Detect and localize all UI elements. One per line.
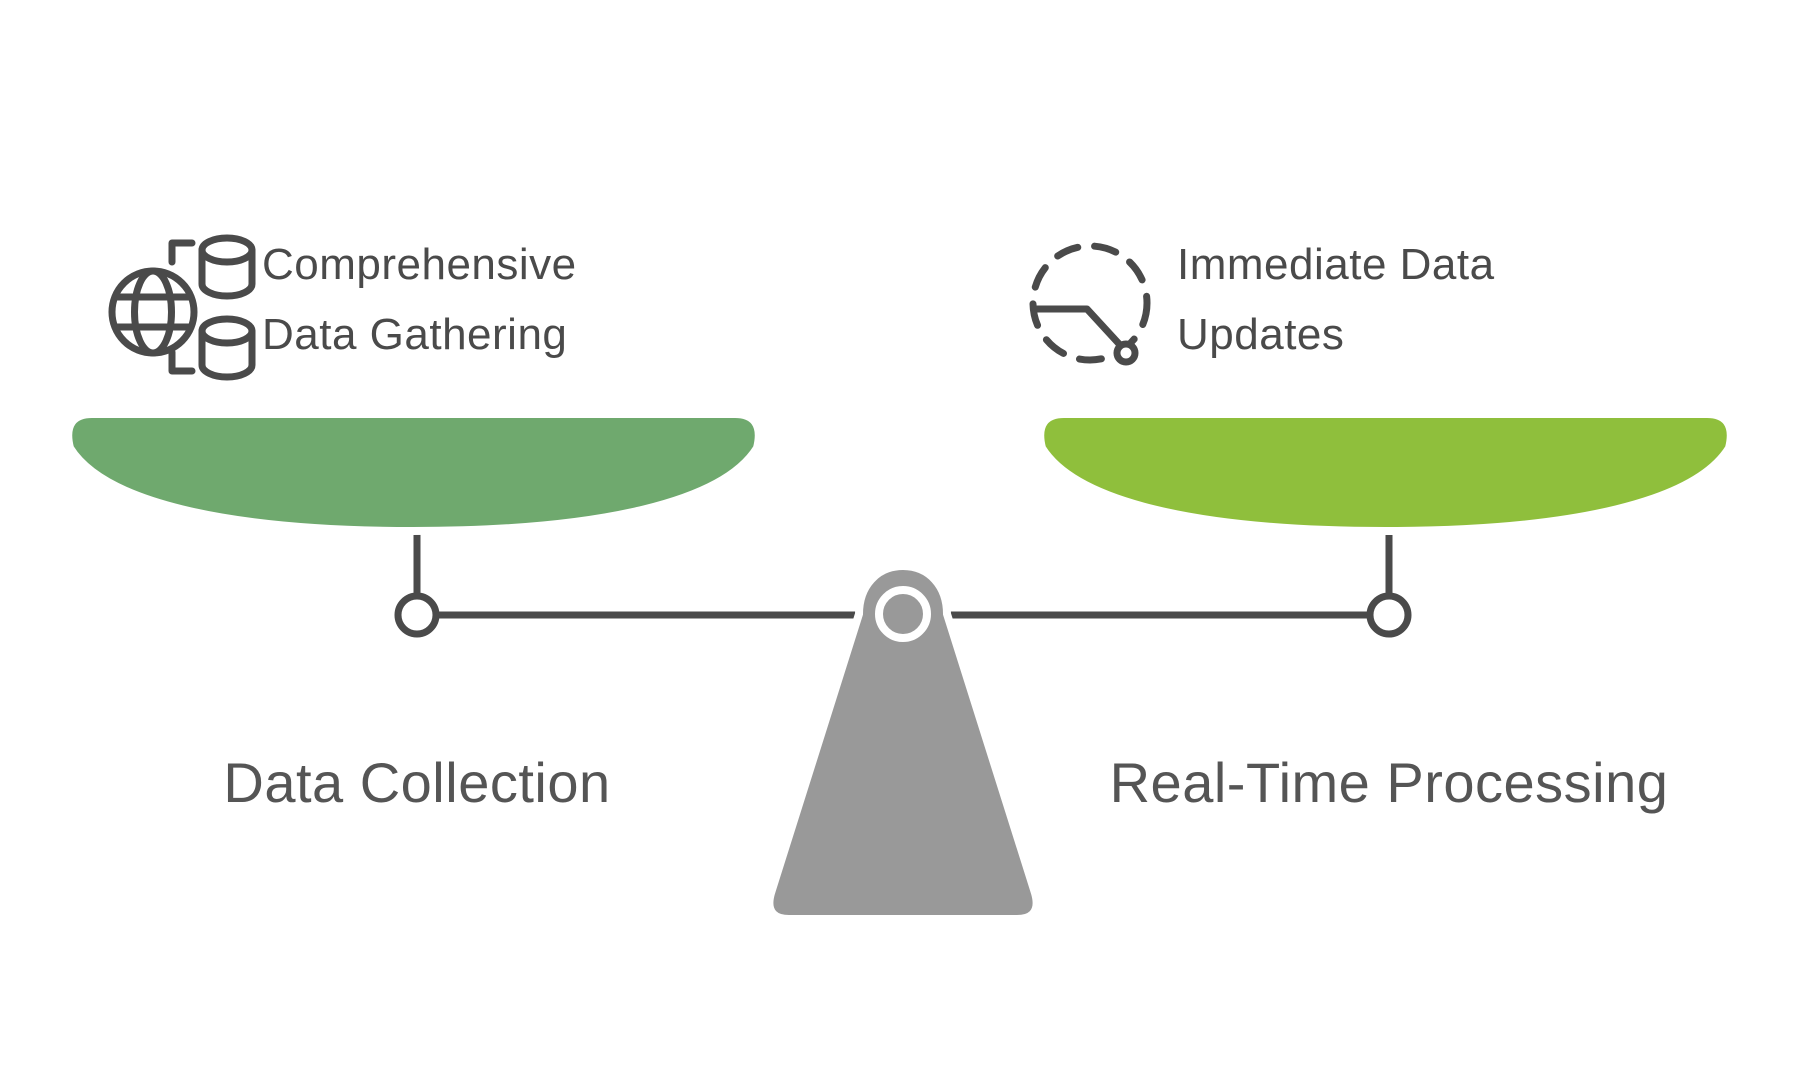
database-top-body [198, 246, 256, 300]
globe-meridian [131, 267, 175, 357]
globe-circle [108, 267, 198, 357]
left-pan [64, 410, 763, 536]
right-pan-label: Real-Time Processing [1109, 751, 1669, 814]
left-hanger-ring [394, 592, 440, 638]
left-pan-label: Data Collection [223, 751, 611, 814]
right-pan [1036, 410, 1735, 536]
globe-database-icon [108, 234, 256, 381]
bracket-bottom-icon [168, 348, 196, 375]
left-heading-line2: Data Gathering [262, 310, 568, 359]
fulcrum-pivot-ring [875, 586, 931, 642]
gauge-hand [1032, 305, 1125, 350]
right-heading: Immediate Data Updates [1177, 230, 1495, 370]
left-heading-line1: Comprehensive [262, 240, 577, 289]
database-bottom-lid [198, 315, 256, 347]
fulcrum-group [765, 561, 1041, 923]
right-hanger-ring [1366, 592, 1412, 638]
fulcrum-body [765, 561, 1041, 923]
database-top-lid [198, 234, 256, 266]
left-heading: Comprehensive Data Gathering [262, 230, 577, 370]
clock-gauge-icon [1029, 242, 1151, 366]
right-heading-line2: Updates [1177, 310, 1345, 359]
gauge-dashed-ring [1029, 242, 1151, 364]
right-heading-line1: Immediate Data [1177, 240, 1495, 289]
gauge-knob [1113, 340, 1139, 366]
database-bottom-body [198, 327, 256, 381]
bracket-top-icon [168, 239, 196, 266]
